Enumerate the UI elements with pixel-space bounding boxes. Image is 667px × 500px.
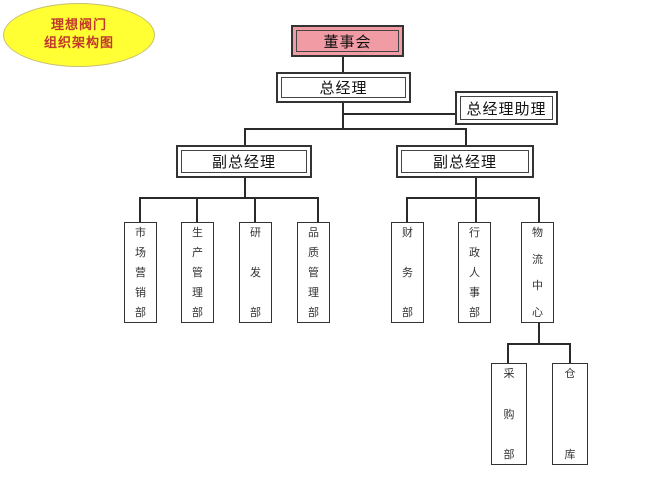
dept-char: 发 xyxy=(250,266,261,279)
dept-char: 市 xyxy=(135,226,146,239)
connector-gm-down xyxy=(342,102,344,129)
dept-char: 部 xyxy=(402,306,413,319)
chart-title-badge: 理想阀门 组织架构图 xyxy=(3,3,155,67)
dept-char: 库 xyxy=(564,448,576,461)
dept-char: 购 xyxy=(503,407,515,421)
connector-board-gm xyxy=(342,56,344,72)
node-board-of-directors: 董事会 xyxy=(291,25,404,57)
dept-char: 部 xyxy=(503,448,515,461)
dept-char: 产 xyxy=(192,246,203,259)
connector-logistics-down xyxy=(538,323,540,343)
node-vp-left-label: 副总经理 xyxy=(211,153,276,171)
dept-char: 生 xyxy=(192,226,203,239)
dept-char: 政 xyxy=(469,246,480,259)
connector-dept-7 xyxy=(538,197,540,222)
dept-char: 研 xyxy=(250,226,261,239)
dept-char: 质 xyxy=(308,246,319,259)
connector-vp-right xyxy=(465,128,467,145)
node-gm-label: 总经理 xyxy=(319,79,368,97)
connector-vp-right-down xyxy=(475,177,477,197)
dept-rnd: 研 发 部 xyxy=(239,222,272,323)
dept-warehouse: 仓 库 xyxy=(552,363,588,465)
dept-char: 理 xyxy=(192,286,203,299)
dept-marketing: 市 场 营 销 部 xyxy=(124,222,157,323)
node-vp-right: 副总经理 xyxy=(396,145,534,178)
dept-char: 理 xyxy=(308,286,319,299)
dept-char: 销 xyxy=(135,286,146,299)
dept-char: 场 xyxy=(135,246,146,259)
dept-char: 部 xyxy=(192,306,203,319)
dept-char: 中 xyxy=(532,279,543,293)
dept-purchasing: 采 购 部 xyxy=(491,363,527,465)
title-line-2: 组织架构图 xyxy=(43,36,114,51)
connector-vp-left-down xyxy=(244,177,246,197)
connector-dept-6 xyxy=(475,197,477,222)
dept-char: 管 xyxy=(192,266,203,279)
dept-char: 采 xyxy=(503,367,515,380)
dept-char: 管 xyxy=(308,266,319,279)
dept-char: 财 xyxy=(402,226,413,239)
dept-char: 物 xyxy=(532,226,543,239)
connector-dept-2 xyxy=(196,197,198,222)
dept-char: 部 xyxy=(250,306,261,319)
dept-char: 部 xyxy=(135,306,146,319)
dept-char: 流 xyxy=(532,252,543,266)
dept-quality: 品 质 管 理 部 xyxy=(297,222,330,323)
dept-char: 部 xyxy=(469,306,480,319)
node-gm-assistant: 总经理助理 xyxy=(455,91,558,125)
dept-char: 营 xyxy=(135,266,146,279)
connector-gm-assistant xyxy=(343,113,455,115)
node-gm-assistant-label: 总经理助理 xyxy=(466,99,547,118)
dept-admin-hr: 行 政 人 事 部 xyxy=(458,222,491,323)
dept-char: 心 xyxy=(532,305,543,319)
node-vp-right-label: 副总经理 xyxy=(432,153,497,171)
dept-char: 人 xyxy=(469,266,480,279)
dept-finance: 财 务 部 xyxy=(391,222,424,323)
connector-vp-bar xyxy=(244,128,466,130)
node-board-label: 董事会 xyxy=(323,32,372,51)
dept-char: 行 xyxy=(469,226,480,239)
dept-char: 事 xyxy=(469,286,480,299)
connector-right-dept-bar xyxy=(406,197,539,199)
node-general-manager: 总经理 xyxy=(276,72,411,103)
dept-logistics: 物 流 中 心 xyxy=(521,222,554,323)
connector-logistics-bar xyxy=(507,343,570,345)
connector-dept-9 xyxy=(569,343,571,363)
connector-vp-left xyxy=(244,128,246,145)
connector-dept-3 xyxy=(254,197,256,222)
connector-dept-8 xyxy=(507,343,509,363)
title-line-1: 理想阀门 xyxy=(50,18,107,33)
dept-char: 仓 xyxy=(564,367,576,380)
dept-char: 品 xyxy=(308,226,319,239)
connector-dept-4 xyxy=(317,197,319,222)
dept-production: 生 产 管 理 部 xyxy=(181,222,214,323)
dept-char: 部 xyxy=(308,306,319,319)
connector-left-dept-bar xyxy=(139,197,319,199)
connector-dept-5 xyxy=(406,197,408,222)
node-vp-left: 副总经理 xyxy=(176,145,312,178)
dept-char: 务 xyxy=(402,266,413,279)
connector-dept-1 xyxy=(139,197,141,222)
